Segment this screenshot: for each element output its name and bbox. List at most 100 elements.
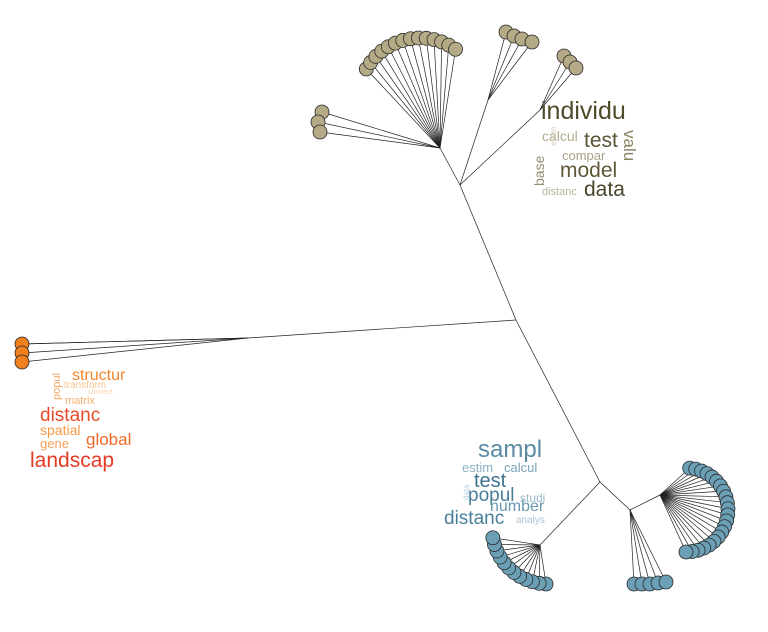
- leaf-node: [658, 574, 674, 590]
- leaf-node: [14, 354, 30, 370]
- tree-branch: [366, 68, 441, 149]
- tree-branch: [459, 99, 489, 186]
- tree-branch: [629, 509, 667, 583]
- leaf-node: [448, 41, 463, 57]
- tree-branch: [659, 494, 699, 551]
- tree-branch: [659, 494, 715, 542]
- word: model: [560, 159, 617, 182]
- tree-branch: [375, 56, 441, 149]
- tree-branch: [317, 121, 441, 149]
- tree-branch: [459, 184, 517, 321]
- leaf-node: [568, 60, 584, 76]
- tree-branch: [487, 41, 533, 101]
- tree-branch: [410, 38, 441, 149]
- tree-branch: [659, 494, 722, 533]
- leaf-node: [678, 544, 694, 560]
- tree-branch: [439, 49, 456, 149]
- word: studi: [520, 491, 545, 505]
- tree-branch: [629, 509, 659, 584]
- tree-branch: [494, 544, 541, 546]
- wordcloud-tan: individu calcul test valu estim compar b…: [531, 97, 639, 201]
- word: data: [584, 178, 625, 201]
- tree-branch: [319, 131, 441, 149]
- word: popul: [51, 373, 63, 400]
- word: distanc: [542, 186, 577, 198]
- word: global: [86, 430, 131, 449]
- tree-branch: [659, 494, 693, 552]
- tree-branch: [629, 509, 651, 585]
- tree-branch: [539, 61, 571, 111]
- word: test: [584, 129, 618, 152]
- word: analys: [516, 515, 545, 526]
- tree-branch: [439, 45, 450, 149]
- word: distanc: [40, 405, 100, 426]
- word: number: [490, 498, 545, 515]
- tree-branch: [659, 494, 719, 538]
- tree-branch: [417, 37, 441, 149]
- tree-branch: [659, 494, 728, 504]
- word: base: [531, 155, 547, 186]
- tree-branch: [492, 537, 541, 546]
- tree-branch: [515, 319, 601, 483]
- tree-branch: [659, 494, 705, 549]
- tree-branch: [387, 46, 441, 149]
- leaf-node: [485, 530, 501, 546]
- word: calcul: [542, 128, 578, 144]
- tree-branch: [321, 111, 441, 149]
- tree-branch: [629, 509, 643, 585]
- tree-branch: [539, 55, 565, 111]
- word: calcul: [504, 460, 537, 475]
- tree-branch: [439, 147, 461, 186]
- word: valu: [620, 130, 639, 161]
- tree-branch: [659, 494, 727, 522]
- word: popul: [468, 485, 515, 506]
- tree-branch: [599, 481, 631, 511]
- word: transform: [64, 380, 106, 391]
- tree-branch: [433, 39, 441, 149]
- word: compar: [562, 148, 606, 163]
- tree-branch: [487, 38, 523, 101]
- word: connect: [88, 389, 113, 396]
- tree-branch: [539, 481, 601, 546]
- leaf-node: [312, 124, 328, 140]
- tree-branch: [21, 337, 249, 363]
- word: test: [474, 470, 507, 492]
- tree-branch: [21, 337, 249, 345]
- leaf-node: [524, 34, 540, 50]
- word: structur: [72, 367, 126, 384]
- wordcloud-orange: structur transform connect popul matrix …: [30, 367, 131, 472]
- wordcloud-blue: sampl estim calcul test data popul studi…: [444, 436, 545, 529]
- tree-branch: [381, 51, 441, 149]
- word: gene: [40, 436, 69, 451]
- tree-branch: [370, 62, 441, 149]
- tree-branch: [659, 494, 726, 498]
- tree-branch: [402, 40, 441, 149]
- word: estim: [462, 460, 493, 475]
- word: individu: [541, 97, 626, 125]
- tree-branch: [247, 319, 517, 339]
- word: matrix: [65, 395, 95, 407]
- tree-branch: [659, 494, 729, 510]
- tree-branch: [539, 67, 577, 111]
- word: distanc: [444, 508, 504, 529]
- tree-branch: [425, 38, 441, 149]
- tree-branch: [629, 509, 635, 585]
- tree-leaves: [14, 24, 736, 592]
- tree-branch: [629, 494, 661, 511]
- tree-branch: [659, 494, 725, 527]
- tree-branch: [659, 490, 724, 496]
- word: sampl: [478, 436, 542, 463]
- tree-branch: [659, 494, 687, 553]
- word: data: [462, 484, 471, 500]
- tree-branch: [459, 109, 541, 186]
- tree-branch: [487, 35, 515, 101]
- word: estim: [549, 127, 558, 146]
- word: landscap: [30, 449, 114, 472]
- tree-branch: [659, 494, 728, 516]
- tree-branch: [487, 31, 507, 101]
- tree-branch: [659, 485, 721, 496]
- tree-branch: [439, 41, 442, 149]
- tree-branch: [394, 42, 441, 149]
